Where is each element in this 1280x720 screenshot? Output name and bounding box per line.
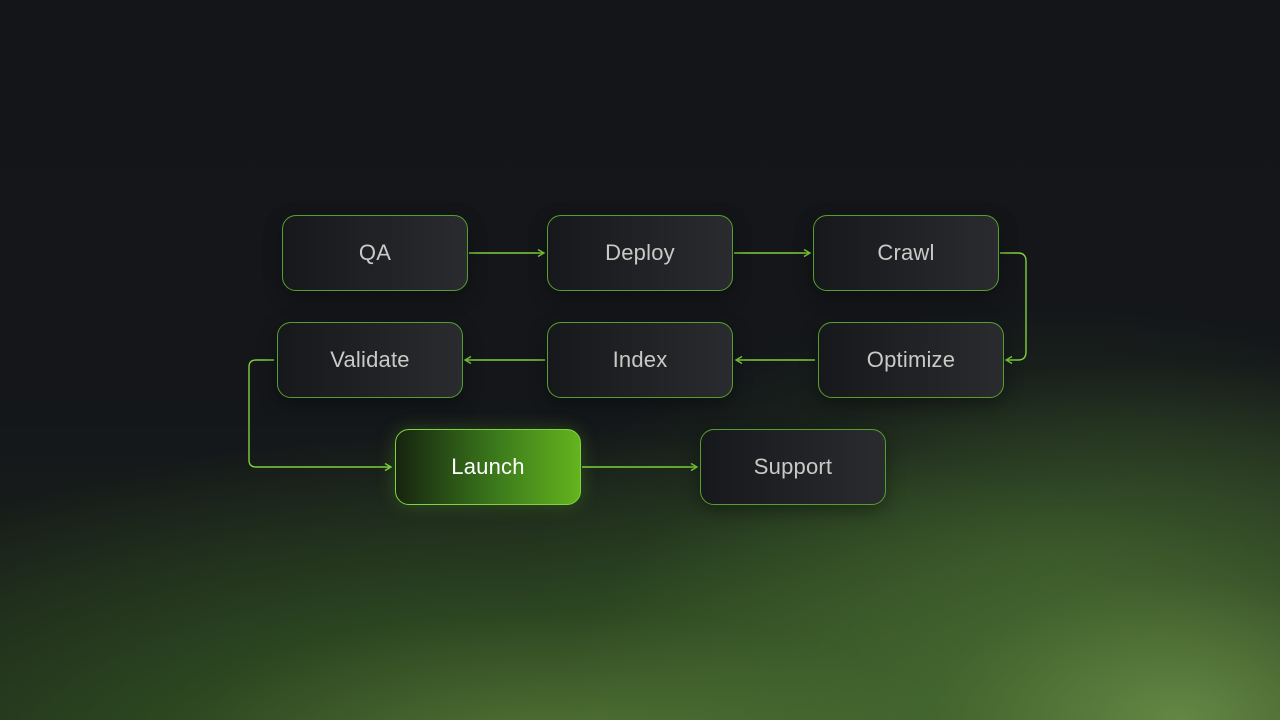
- node-validate[interactable]: Validate: [277, 322, 463, 398]
- node-optimize-label: Optimize: [866, 347, 956, 372]
- node-index[interactable]: Index: [547, 322, 733, 398]
- node-support[interactable]: Support: [700, 429, 886, 505]
- node-qa[interactable]: QA: [282, 215, 468, 291]
- node-index-label: Index: [612, 347, 668, 372]
- node-validate-label: Validate: [330, 347, 410, 372]
- node-launch[interactable]: Launch: [395, 429, 581, 505]
- node-optimize[interactable]: Optimize: [818, 322, 1004, 398]
- node-crawl[interactable]: Crawl: [813, 215, 999, 291]
- node-support-label: Support: [753, 454, 833, 479]
- edge-crawl-optimize: [1000, 252, 1027, 360]
- node-deploy[interactable]: Deploy: [547, 215, 733, 291]
- node-crawl-label: Crawl: [877, 240, 935, 265]
- node-qa-label: QA: [358, 240, 392, 265]
- edge-validate-launch: [248, 359, 391, 467]
- node-deploy-label: Deploy: [605, 240, 675, 265]
- node-launch-label: Launch: [451, 454, 525, 479]
